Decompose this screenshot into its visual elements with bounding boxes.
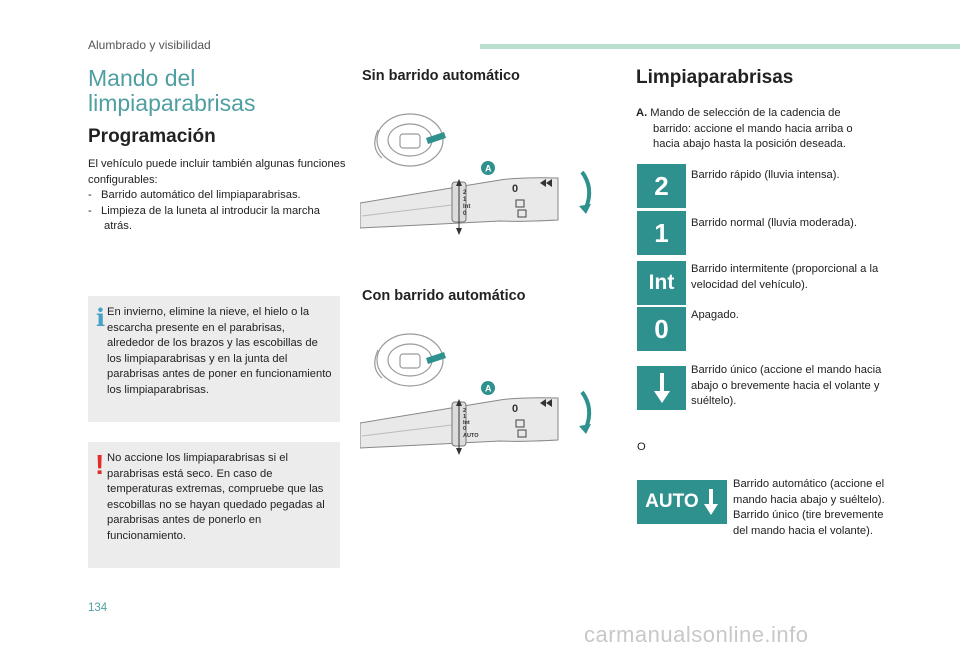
control-a-description: A. Mando de selección de la cadencia de … — [636, 106, 876, 153]
arrow-down-icon — [653, 373, 670, 403]
position-label: 2 — [463, 190, 467, 196]
position-label: Int — [463, 420, 470, 426]
position-label: 2 — [463, 408, 466, 414]
callout-a — [481, 381, 495, 395]
single-wipe-description: Barrido único (accione el mando hacia ab… — [691, 364, 882, 407]
speed-1-description: Barrido normal (lluvia moderada). — [691, 217, 858, 229]
rear-washer-icon — [517, 429, 527, 438]
callout-a-label: A — [485, 164, 492, 174]
auto-symbol: AUTO — [637, 480, 727, 524]
position-label: 1 — [463, 197, 467, 203]
stalk-highlight-icon — [426, 352, 446, 364]
or-separator: O — [637, 441, 646, 453]
rear-wiper-icon — [515, 419, 525, 428]
speed-1-symbol: 1 — [637, 211, 686, 255]
list-item: - Limpieza de la luneta al introducir la… — [88, 204, 320, 233]
rotation-arrow-icon — [580, 170, 592, 209]
header-bar — [480, 44, 960, 49]
wiper-stalk-diagram-auto: 2 1 Int 0 AUTO 0 A — [360, 333, 592, 455]
callout-a — [481, 161, 495, 175]
wipers-heading: Limpiaparabrisas — [636, 67, 794, 88]
steering-wheel-icon — [374, 113, 444, 167]
auto-text-single: Barrido único (tire brevemente del mando… — [733, 509, 884, 537]
push-arrows-icon — [540, 399, 552, 407]
auto-description: Barrido automático (accione el mando hac… — [733, 477, 891, 539]
single-wipe-symbol — [637, 366, 686, 410]
warning-note: ! No accione los limpiaparabrisas si el … — [88, 442, 340, 568]
callout-a-label: A — [485, 384, 492, 394]
intro-text: El vehículo puede incluir también alguna… — [88, 158, 346, 186]
speed-2-symbol: 2 — [637, 164, 686, 208]
auto-text: Barrido automático (accione el mando hac… — [733, 478, 885, 506]
wiper-stalk-diagram-manual: 2 1 Int 0 0 A — [360, 113, 592, 235]
position-label: 0 — [463, 211, 467, 217]
position-label: 1 — [463, 414, 466, 420]
position-label: 0 — [463, 426, 466, 432]
list-item: - Barrido automático del limpiaparabrisa… — [88, 189, 301, 201]
section-header: Alumbrado y visibilidad — [88, 38, 211, 52]
stalk-highlight-icon — [426, 132, 446, 144]
intro-paragraph: El vehículo puede incluir también alguna… — [88, 157, 346, 235]
programming-heading: Programación — [88, 126, 216, 147]
speed-2-description: Barrido rápido (lluvia intensa). — [691, 169, 840, 181]
warning-icon: ! — [95, 449, 105, 480]
rear-wiper-zero-label: 0 — [512, 403, 518, 415]
info-note-text: En invierno, elimine la nieve, el hielo … — [107, 306, 332, 396]
watermark: carmanualsonline.info — [584, 622, 809, 647]
push-arrows-icon — [540, 179, 552, 187]
auto-label: AUTO — [645, 491, 699, 512]
rear-washer-icon — [517, 209, 527, 218]
page-title: Mando del limpiaparabrisas — [88, 65, 256, 116]
off-description: Apagado. — [691, 309, 739, 321]
position-label: AUTO — [463, 433, 479, 439]
rear-wiper-zero-label: 0 — [512, 183, 518, 195]
control-a-label: A. — [636, 107, 648, 119]
off-symbol: 0 — [637, 307, 686, 351]
auto-wiper-heading: Con barrido automático — [362, 288, 526, 304]
manual-wiper-heading: Sin barrido automático — [362, 68, 520, 84]
position-label: Int — [463, 204, 470, 210]
warning-note-text: No accione los limpiaparabrisas si el pa… — [107, 452, 325, 542]
rotation-arrow-icon — [580, 390, 592, 429]
steering-wheel-icon — [374, 333, 444, 387]
page-number: 134 — [88, 602, 108, 614]
intermittent-symbol: Int — [637, 261, 686, 305]
control-a-text: Mando de selección de la cadencia de bar… — [650, 107, 853, 150]
info-note: i En invierno, elimine la nieve, el hiel… — [88, 296, 340, 422]
intermittent-description: Barrido intermitente (proporcional a la … — [691, 263, 879, 291]
info-icon: i — [96, 303, 106, 332]
rear-wiper-icon — [515, 199, 525, 208]
arrow-down-icon — [703, 489, 718, 515]
